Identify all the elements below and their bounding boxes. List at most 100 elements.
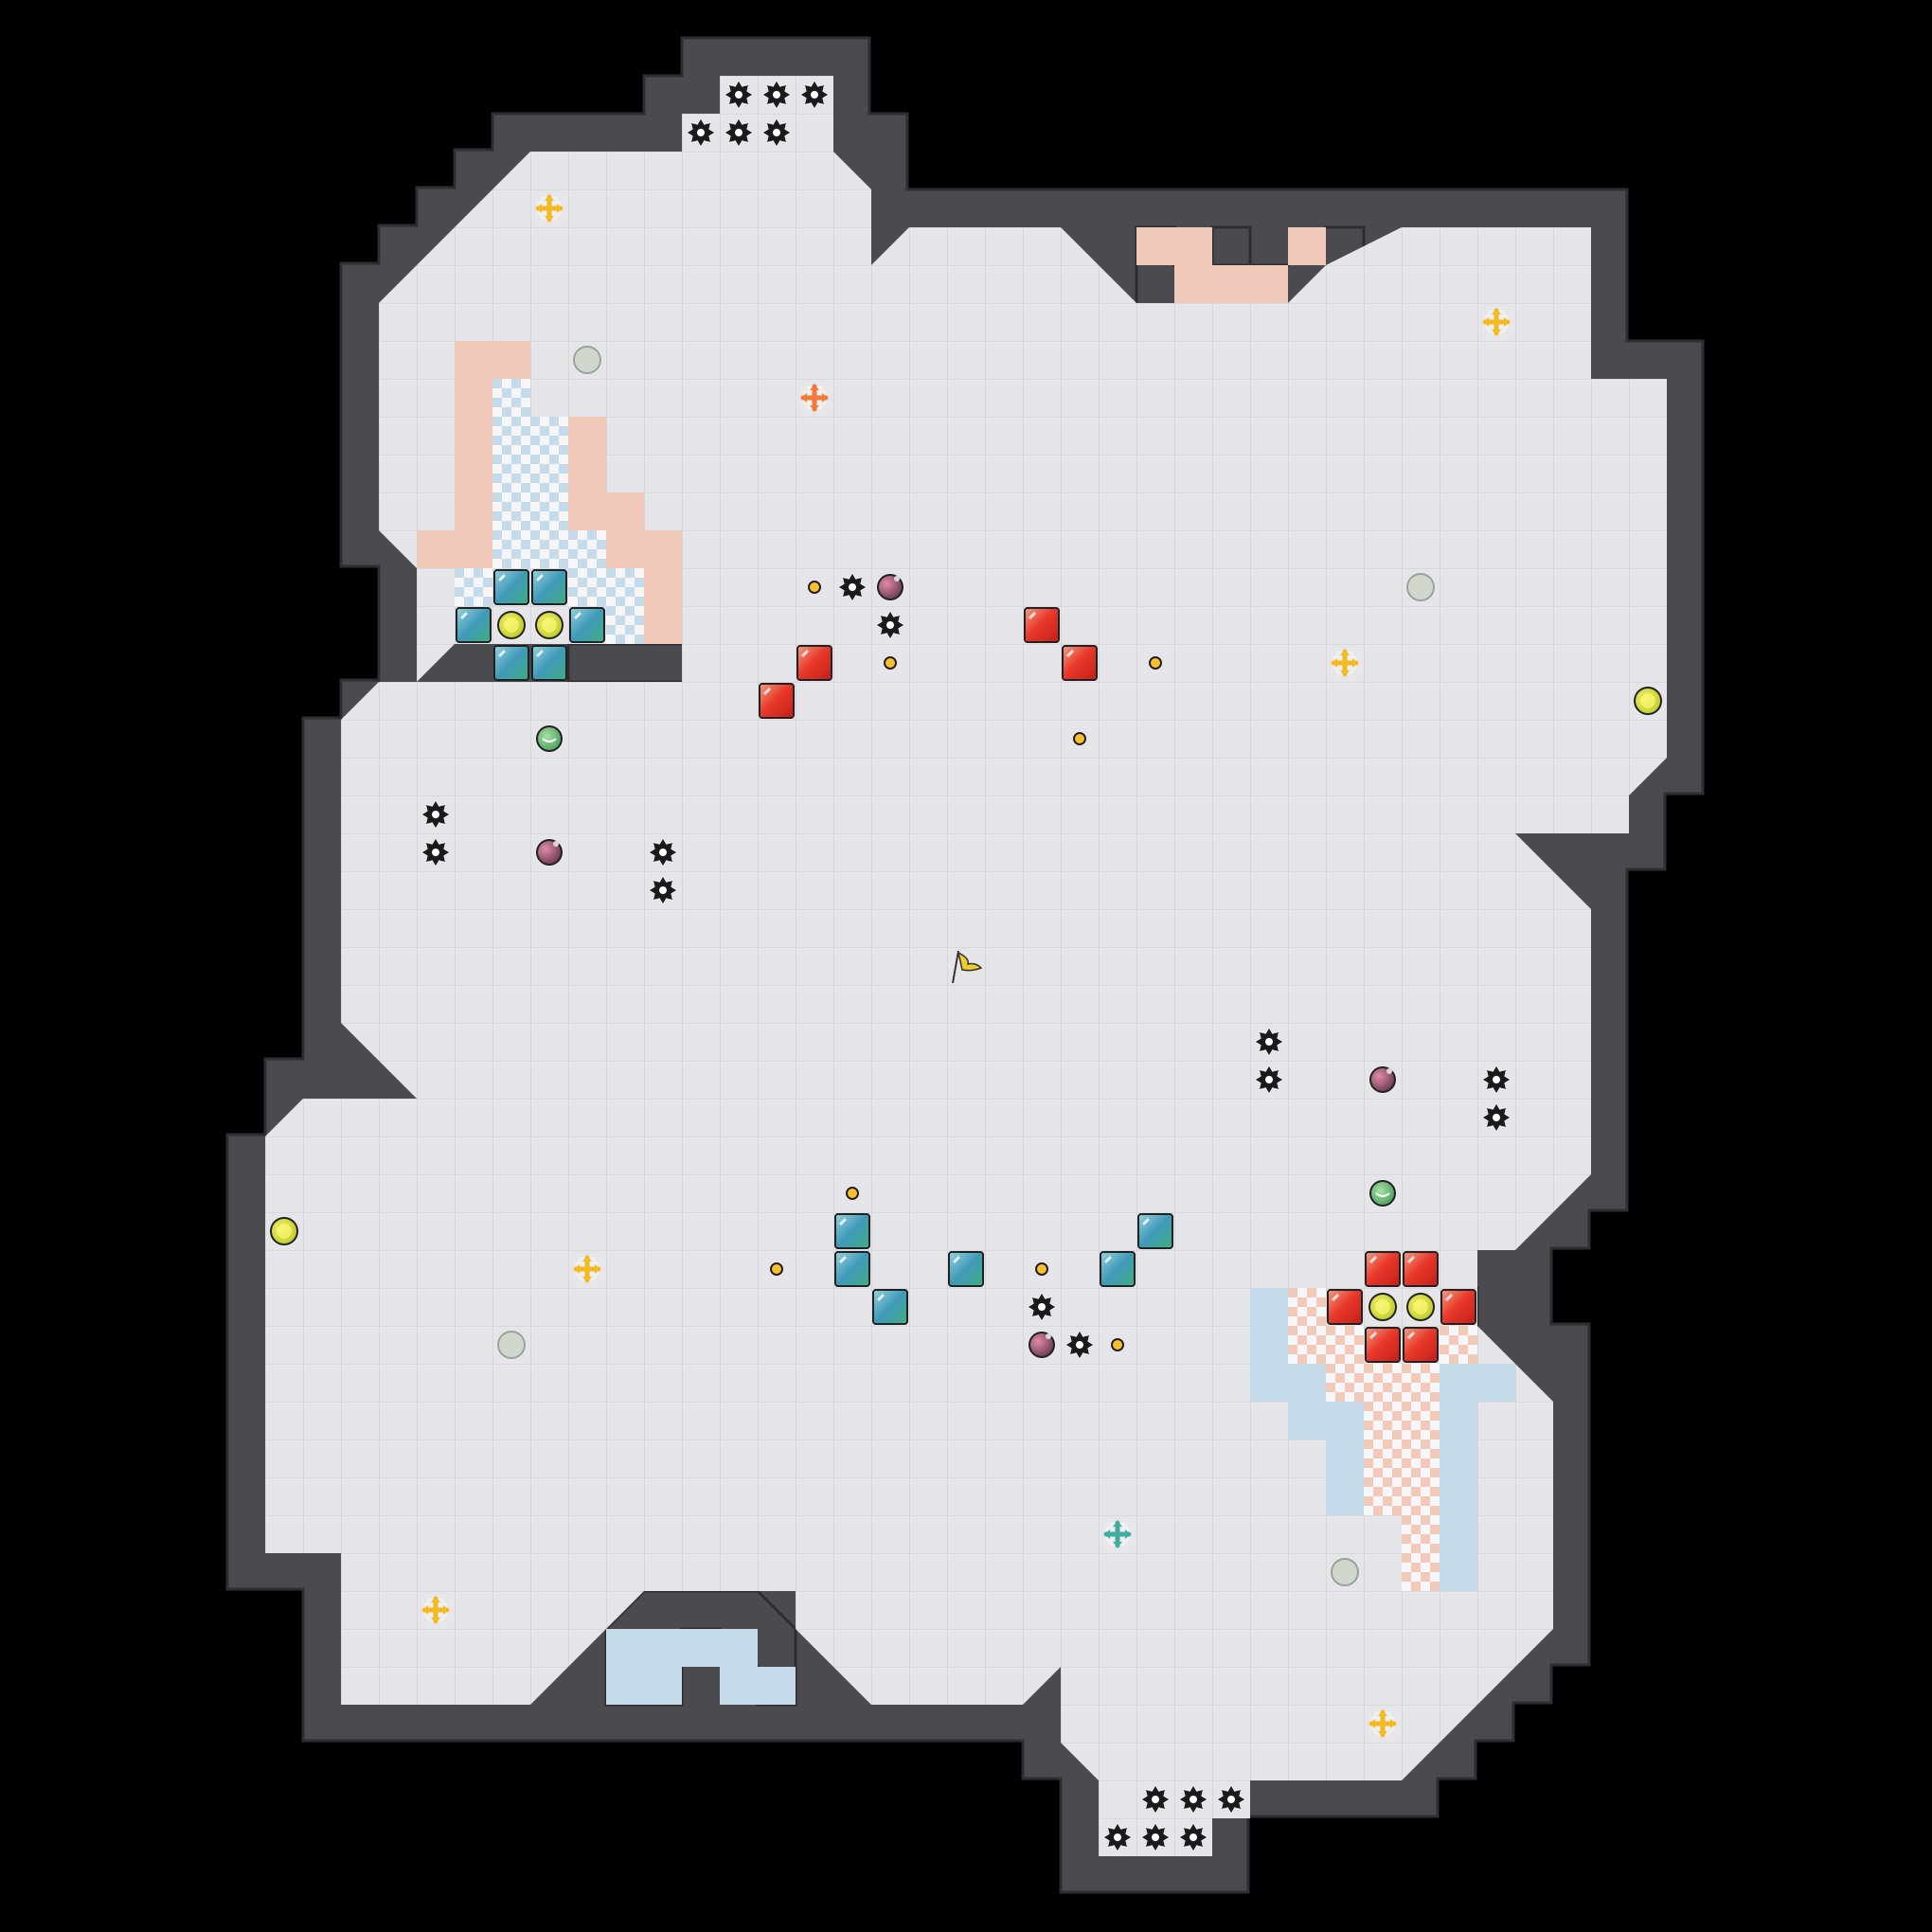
blue-tile-icon bbox=[834, 1213, 870, 1249]
blue-checker-tile bbox=[492, 379, 530, 417]
red-checker-tile bbox=[1326, 1326, 1364, 1364]
blue-zone-tile bbox=[1250, 1364, 1288, 1402]
spike-icon bbox=[877, 612, 903, 638]
spike-icon bbox=[763, 81, 790, 108]
blue-zone-tile bbox=[1288, 1364, 1326, 1402]
red-zone-tile bbox=[1136, 227, 1174, 265]
red-zone-tile bbox=[606, 530, 644, 568]
blue-zone-tile bbox=[1477, 1364, 1515, 1402]
red-tile-icon bbox=[796, 645, 832, 681]
spike-icon bbox=[839, 574, 866, 600]
spike-icon bbox=[1483, 1104, 1510, 1131]
spike-icon bbox=[1256, 1066, 1282, 1093]
red-checker-tile bbox=[1402, 1515, 1440, 1553]
boost-icon bbox=[1331, 649, 1359, 677]
red-zone-tile bbox=[1250, 265, 1288, 303]
red-tile-icon bbox=[1062, 645, 1098, 681]
red-checker-tile bbox=[1402, 1440, 1440, 1477]
blue-zone-tile bbox=[1326, 1440, 1364, 1477]
spike-icon bbox=[422, 801, 449, 828]
red-zone-tile bbox=[492, 341, 530, 379]
spike-icon bbox=[801, 81, 828, 108]
blue-checker-tile bbox=[606, 568, 644, 606]
powerup-icon bbox=[536, 725, 563, 752]
red-checker-tile bbox=[1364, 1477, 1402, 1515]
powerup-icon bbox=[497, 611, 526, 639]
button-icon bbox=[1111, 1338, 1124, 1351]
blue-zone-tile bbox=[1440, 1402, 1477, 1440]
red-zone-tile bbox=[455, 379, 492, 417]
blue-tile-icon bbox=[1100, 1251, 1136, 1287]
spike-icon bbox=[1483, 1066, 1510, 1093]
spike-icon bbox=[1256, 1029, 1282, 1055]
boost-icon bbox=[573, 1255, 601, 1283]
powerup-icon bbox=[1369, 1180, 1396, 1207]
blue-boost-icon bbox=[1103, 1520, 1132, 1548]
blue-zone-tile bbox=[606, 1629, 644, 1667]
blue-tile-icon bbox=[531, 645, 567, 681]
blue-zone-tile bbox=[1288, 1402, 1326, 1440]
spike-icon bbox=[1142, 1824, 1169, 1851]
spike-icon bbox=[688, 119, 714, 146]
bomb-icon bbox=[1029, 1332, 1055, 1358]
inner-wall bbox=[1210, 225, 1252, 267]
bomb-icon bbox=[877, 574, 903, 600]
blue-tile-icon bbox=[493, 569, 529, 605]
blue-zone-tile bbox=[1440, 1440, 1477, 1477]
red-checker-tile bbox=[1440, 1326, 1477, 1364]
red-zone-tile bbox=[606, 492, 644, 530]
red-zone-tile bbox=[455, 341, 492, 379]
blue-tile-icon bbox=[948, 1251, 984, 1287]
zone-layer bbox=[417, 227, 1515, 1705]
blue-zone-tile bbox=[1440, 1553, 1477, 1591]
blue-checker-tile bbox=[492, 530, 530, 568]
spike-icon bbox=[650, 839, 676, 866]
button-icon bbox=[846, 1187, 859, 1200]
button-icon bbox=[1073, 732, 1086, 745]
powerup-icon bbox=[1634, 687, 1662, 715]
blue-checker-tile bbox=[606, 606, 644, 644]
blue-tile-icon bbox=[872, 1289, 908, 1325]
blue-zone-tile bbox=[1440, 1515, 1477, 1553]
boost-icon bbox=[1482, 308, 1511, 336]
button-icon bbox=[884, 656, 897, 670]
red-tile-icon bbox=[1024, 607, 1060, 643]
red-checker-tile bbox=[1326, 1364, 1364, 1402]
red-tile-icon bbox=[1365, 1327, 1401, 1363]
blue-zone-tile bbox=[644, 1667, 682, 1705]
portal-icon bbox=[1331, 1558, 1359, 1586]
button-icon bbox=[770, 1262, 783, 1276]
blue-zone-tile bbox=[1326, 1402, 1364, 1440]
blue-zone-tile bbox=[720, 1667, 758, 1705]
boost-icon bbox=[1368, 1709, 1397, 1738]
red-zone-tile bbox=[644, 530, 682, 568]
powerup-icon bbox=[1406, 1293, 1435, 1321]
red-checker-tile bbox=[1364, 1402, 1402, 1440]
red-zone-tile bbox=[644, 606, 682, 644]
blue-tile-icon bbox=[456, 607, 492, 643]
red-zone-tile bbox=[644, 568, 682, 606]
red-checker-tile bbox=[1288, 1288, 1326, 1326]
blue-checker-tile bbox=[530, 417, 568, 455]
blue-checker-tile bbox=[492, 455, 530, 492]
powerup-icon bbox=[1368, 1293, 1397, 1321]
blue-tile-icon bbox=[569, 607, 605, 643]
spike-icon bbox=[422, 839, 449, 866]
button-icon bbox=[1035, 1262, 1048, 1276]
spike-icon bbox=[1142, 1786, 1169, 1813]
boost-icon bbox=[421, 1596, 450, 1624]
bomb-icon bbox=[536, 839, 563, 866]
blue-zone-tile bbox=[606, 1667, 644, 1705]
red-tile-icon bbox=[1327, 1289, 1363, 1325]
blue-zone-tile bbox=[720, 1629, 758, 1667]
red-zone-tile bbox=[455, 492, 492, 530]
red-checker-tile bbox=[1402, 1402, 1440, 1440]
red-zone-tile bbox=[417, 530, 455, 568]
red-checker-tile bbox=[1364, 1364, 1402, 1402]
blue-checker-tile bbox=[530, 492, 568, 530]
yellow-flag-icon bbox=[952, 950, 983, 984]
red-tile-icon bbox=[1440, 1289, 1476, 1325]
spike-icon bbox=[1066, 1332, 1093, 1358]
portal-icon bbox=[573, 346, 601, 374]
